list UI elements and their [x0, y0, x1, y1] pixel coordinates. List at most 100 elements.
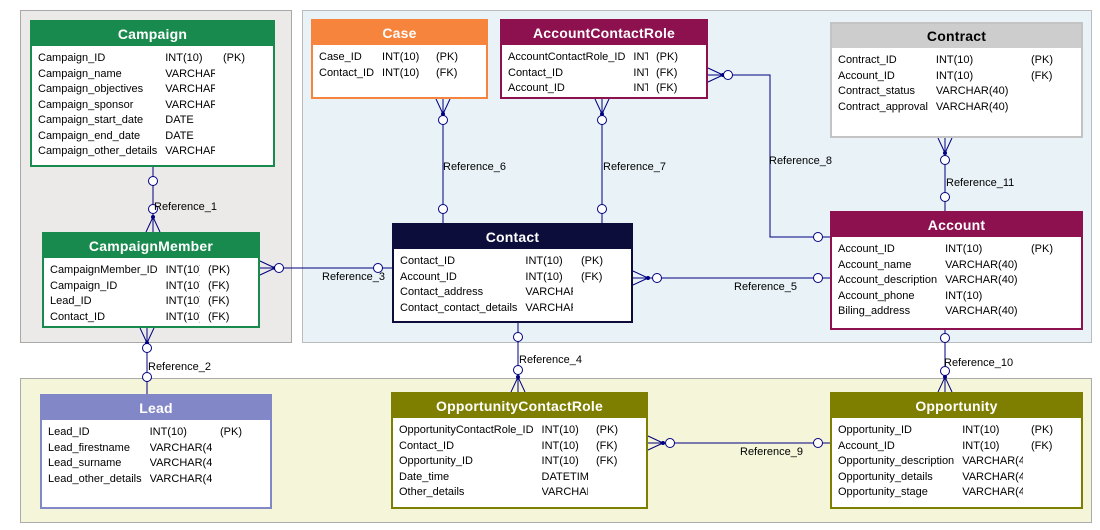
field-key: (PK): [1031, 54, 1053, 66]
field-name: Contract_approval: [838, 100, 928, 113]
field-key: (FK): [208, 279, 230, 292]
field-type: INT(10): [165, 279, 200, 292]
field-key: (FK): [1031, 439, 1053, 452]
entity-title: Contract: [832, 24, 1081, 48]
field-name: Account_ID: [508, 82, 565, 94]
field-type: DATETIME(2): [541, 470, 588, 483]
field-key: (FK): [208, 295, 230, 307]
field-key: (FK): [208, 310, 230, 323]
field-key: (PK): [1031, 243, 1053, 255]
field-key: [1031, 100, 1075, 116]
field-name: Account_ID: [838, 69, 895, 82]
field-key: [581, 301, 625, 317]
field-type: DATE: [165, 129, 194, 142]
field-key: [1031, 485, 1075, 501]
field-name: Campaign_start_date: [38, 114, 144, 126]
field-key: (PK): [656, 51, 678, 63]
field-name: Biling_address: [838, 305, 911, 317]
field-type: INT(10): [633, 51, 648, 63]
field-type: VARCHAR(40): [945, 258, 1018, 271]
field-key: [223, 144, 267, 160]
field-key: [1031, 289, 1075, 305]
relationship-label: Reference_11: [946, 177, 1015, 189]
entity-fields: Case_ID INT(10) (PK) Contact_ID INT(10) (FK): [313, 45, 486, 81]
field-type: VARCHAR(40): [935, 85, 1009, 97]
field-type: VARCHAR(40): [165, 67, 215, 80]
field-type: INT(10): [633, 82, 648, 94]
field-type: VARCHAR(40): [165, 83, 215, 95]
field-type: INT(10): [525, 255, 563, 267]
field-name: Lead_ID: [48, 426, 90, 438]
field-name: Campaign_sponsor: [38, 98, 134, 111]
field-name: Contact_ID: [319, 66, 375, 79]
field-type: VARCHAR(40): [525, 286, 573, 298]
field-key: [1031, 470, 1075, 486]
field-name: Opportunity_description: [838, 455, 955, 467]
entity-title: AccountContactRole: [502, 21, 706, 45]
relationship-label: Reference_4: [519, 354, 582, 366]
field-type: INT(10): [935, 54, 974, 66]
entity-title: Campaign: [32, 22, 273, 46]
field-key: (PK): [208, 264, 230, 276]
field-name: Campaign_other_details: [38, 145, 158, 157]
field-key: [596, 485, 640, 501]
field-name: Account_ID: [400, 270, 457, 283]
field-key: [1031, 304, 1075, 320]
field-name: Campaign_ID: [38, 52, 106, 64]
field-key: (PK): [220, 426, 242, 438]
field-key: (FK): [436, 66, 458, 79]
field-type: INT(10): [165, 310, 200, 323]
entity-title: Opportunity: [832, 394, 1081, 418]
field-type: INT(10): [165, 52, 203, 64]
field-key: (PK): [436, 51, 458, 63]
field-key: (PK): [223, 52, 245, 64]
field-name: Campaign_objectives: [38, 83, 144, 95]
field-key: [220, 441, 264, 457]
field-type: VARCHAR(40): [962, 470, 1023, 483]
entity-title: Account: [832, 213, 1081, 237]
field-key: [581, 285, 625, 301]
relationship-label: Reference_7: [603, 161, 666, 173]
entity-title: CampaignMember: [44, 234, 258, 258]
field-name: OpportunityContactRole_ID: [399, 424, 534, 436]
field-key: (FK): [656, 82, 678, 94]
field-type: VARCHAR(40): [935, 100, 1009, 113]
field-name: Campaign_end_date: [38, 129, 141, 142]
field-type: VARCHAR(40): [165, 98, 215, 111]
field-name: Account_ID: [838, 243, 895, 255]
field-key: [1031, 454, 1075, 470]
field-key: [223, 113, 267, 129]
entity-title: Contact: [394, 225, 631, 249]
field-type: VARCHAR(40): [945, 274, 1018, 286]
field-type: INT(10): [945, 243, 983, 255]
field-key: (PK): [581, 255, 603, 267]
field-name: Contract_status: [838, 85, 916, 97]
field-key: [1031, 273, 1075, 289]
field-key: [223, 129, 267, 145]
field-key: [220, 456, 264, 472]
relationship-label: Reference_1: [154, 201, 217, 213]
field-name: Contact_address: [400, 286, 484, 298]
field-type: INT(10): [382, 51, 420, 63]
field-type: INT(10): [382, 66, 420, 79]
entity-title: Case: [313, 21, 486, 45]
field-name: Lead_surname: [48, 457, 122, 469]
field-name: Account_ID: [838, 439, 895, 452]
field-name: AccountContactRole_ID: [508, 51, 626, 63]
field-type: INT(10): [525, 270, 563, 283]
relationship-label: Reference_10: [944, 357, 1014, 369]
field-name: Case_ID: [319, 51, 362, 63]
